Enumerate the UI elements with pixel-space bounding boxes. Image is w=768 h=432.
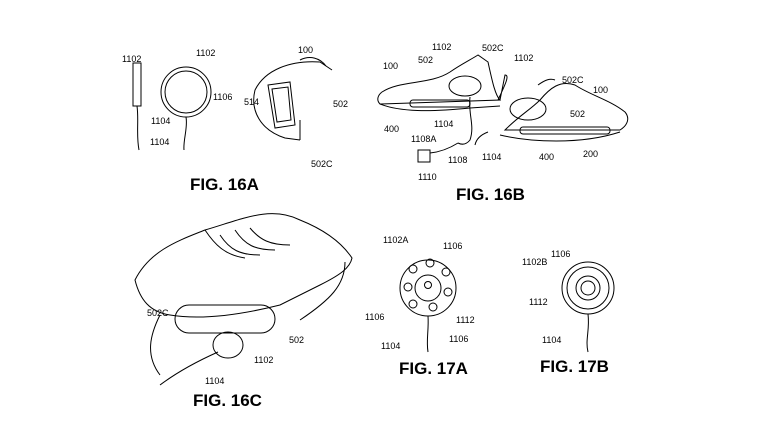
ref-label: 502C bbox=[482, 43, 504, 53]
ref-label: 1102 bbox=[514, 53, 533, 63]
ref-label: 100 bbox=[383, 61, 398, 71]
ref-label: 502 bbox=[570, 109, 585, 119]
figure-title: FIG. 16C bbox=[193, 392, 262, 410]
ref-label: 1102 bbox=[122, 54, 141, 64]
ref-label: 400 bbox=[539, 152, 554, 162]
fig17a-drawing bbox=[400, 259, 456, 352]
ref-label: 1112 bbox=[529, 297, 548, 307]
ref-label: 1104 bbox=[150, 137, 169, 147]
ref-label: 1102 bbox=[432, 42, 451, 52]
ref-label: 502C bbox=[311, 159, 333, 169]
ref-label: 1106 bbox=[551, 249, 570, 259]
ref-label: 502 bbox=[333, 99, 348, 109]
fig16c-drawing bbox=[135, 214, 352, 385]
ref-label: 1110 bbox=[418, 172, 437, 182]
ref-label: 1106 bbox=[449, 334, 468, 344]
ref-label: 502 bbox=[289, 335, 304, 345]
ref-label: 1104 bbox=[381, 341, 400, 351]
ref-label: 514 bbox=[244, 97, 259, 107]
ref-label: 100 bbox=[593, 85, 608, 95]
fig16b-drawing bbox=[378, 55, 628, 162]
ref-label: 1104 bbox=[205, 376, 224, 386]
figure-title: FIG. 17A bbox=[399, 360, 468, 378]
ref-label: 1106 bbox=[365, 312, 384, 322]
ref-label: 1106 bbox=[443, 241, 462, 251]
figure-title: FIG. 17B bbox=[540, 358, 609, 376]
ref-label: 1104 bbox=[482, 152, 501, 162]
ref-label: 1102 bbox=[196, 48, 215, 58]
ref-label: 1104 bbox=[542, 335, 561, 345]
figure-title: FIG. 16B bbox=[456, 186, 525, 204]
ref-label: 1102A bbox=[383, 235, 408, 245]
ref-label: 502 bbox=[418, 55, 433, 65]
ref-label: 1108 bbox=[448, 155, 467, 165]
fig17b-drawing bbox=[562, 262, 614, 352]
ref-label: 400 bbox=[384, 124, 399, 134]
ref-label: 1102B bbox=[522, 257, 547, 267]
ref-label: 1102 bbox=[254, 355, 273, 365]
ref-label: 1108A bbox=[411, 134, 436, 144]
ref-label: 1106 bbox=[213, 92, 232, 102]
ref-label: 502C bbox=[147, 308, 169, 318]
ref-label: 200 bbox=[583, 149, 598, 159]
ref-label: 1112 bbox=[456, 315, 475, 325]
ref-label: 100 bbox=[298, 45, 313, 55]
figure-title: FIG. 16A bbox=[190, 176, 259, 194]
ref-label: 502C bbox=[562, 75, 584, 85]
ref-label: 1104 bbox=[434, 119, 453, 129]
ref-label: 1104 bbox=[151, 116, 170, 126]
